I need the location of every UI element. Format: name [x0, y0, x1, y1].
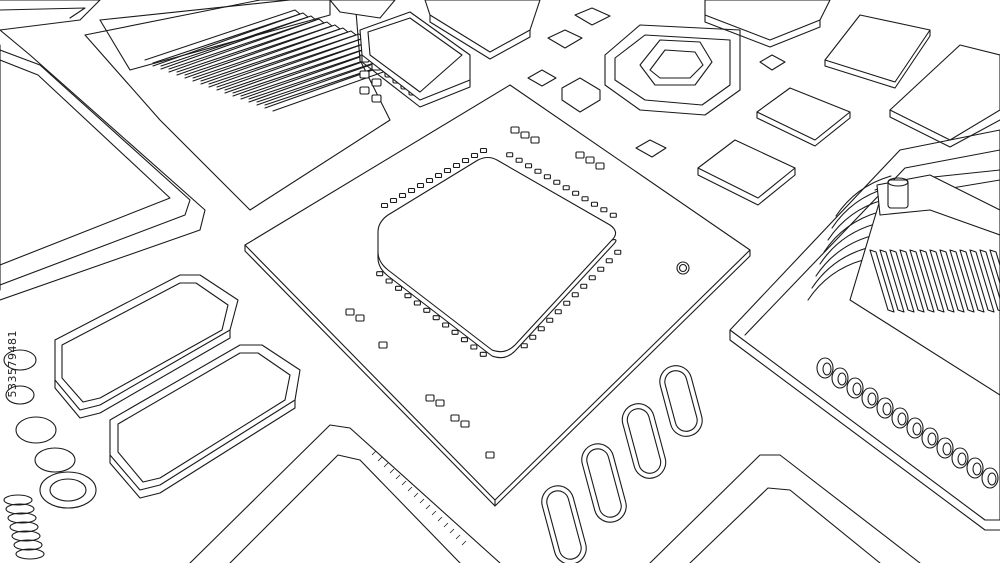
top-left-frame — [0, 0, 101, 31]
right-cpu-heatsink — [849, 169, 1000, 396]
qfp-chip-2 — [697, 139, 796, 206]
top-chip-f — [889, 44, 1000, 148]
module-left-upper — [54, 274, 239, 419]
top-chip-e — [824, 14, 931, 89]
top-chip-c — [604, 24, 741, 116]
top-chip-b — [424, 0, 541, 60]
top-chip-d — [704, 0, 831, 48]
left-panel-frame — [0, 29, 206, 301]
cpu-smd-components — [345, 126, 605, 459]
cpu-die — [376, 147, 622, 359]
module-left-lower — [109, 344, 301, 499]
bottom-right-panel — [649, 454, 921, 563]
oval-pads — [541, 365, 703, 563]
small-components-top — [329, 0, 786, 158]
top-chip-a — [359, 11, 471, 108]
coil-bottom-left — [3, 494, 45, 560]
qfp-chip-1 — [756, 87, 851, 147]
stock-id-watermark: 533579481 — [6, 330, 19, 398]
round-components — [3, 349, 97, 509]
heatsink — [84, 0, 421, 211]
bottom-center-panel — [189, 424, 501, 563]
